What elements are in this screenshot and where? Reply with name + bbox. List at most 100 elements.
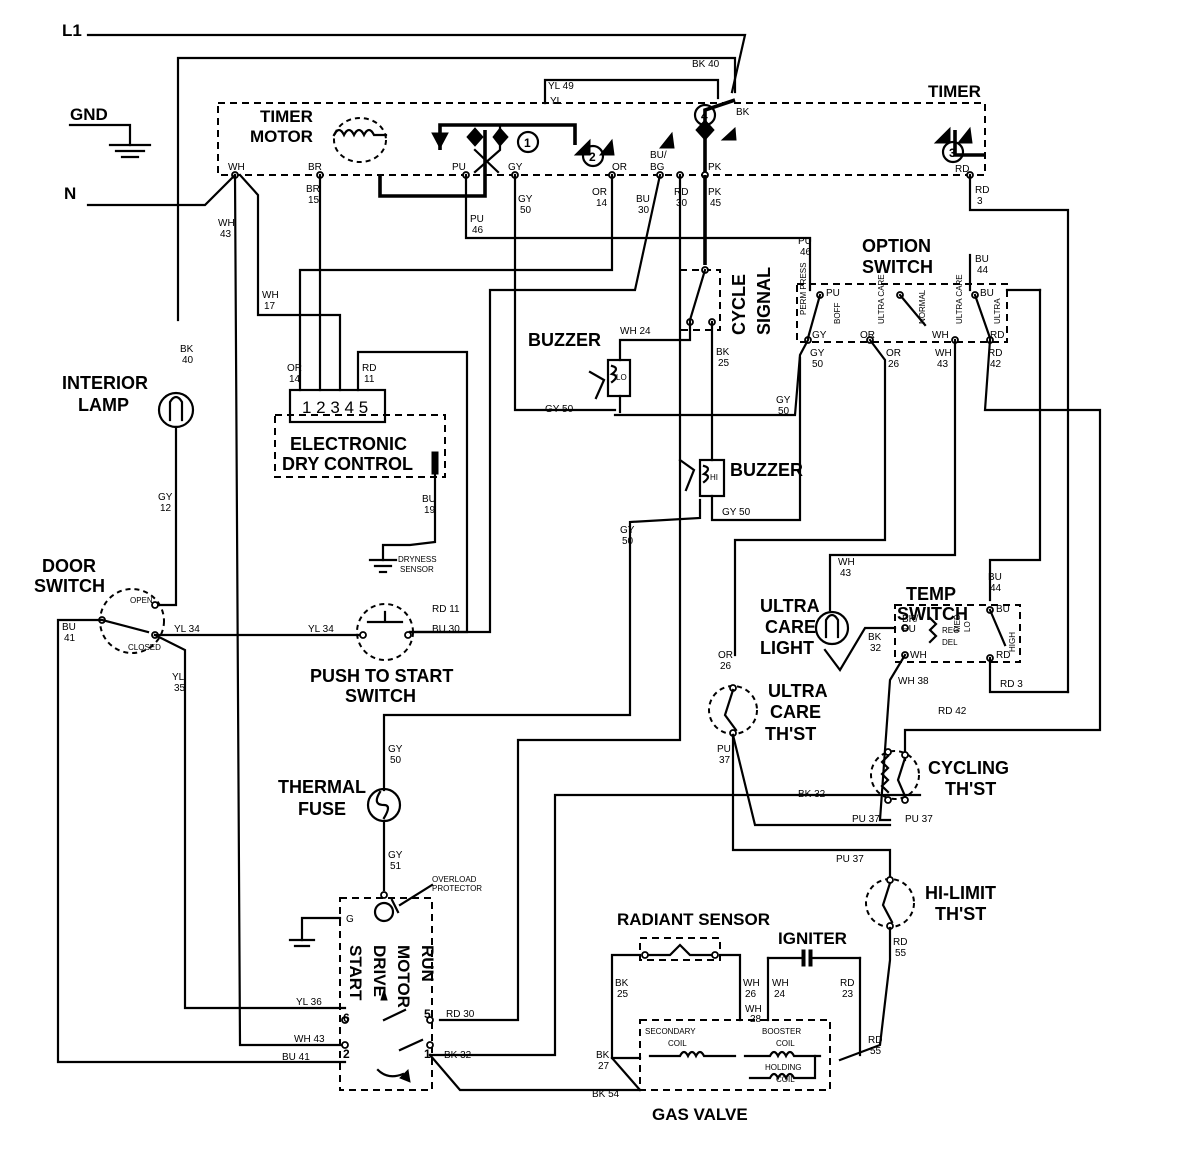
- svg-text:PU: PU: [717, 744, 731, 755]
- hi-limit-thst-label-2: TH'ST: [935, 904, 986, 924]
- option-switch-contacts: [804, 291, 994, 344]
- overload-protector-icon: [373, 891, 400, 923]
- svg-text:27: 27: [598, 1061, 610, 1072]
- buzzer-lo-label: BUZZER: [528, 330, 601, 350]
- svg-text:PU 37: PU 37: [852, 814, 880, 825]
- gy50-opt-wire: [613, 338, 810, 417]
- svg-text:GY 50: GY 50: [722, 507, 751, 518]
- svg-text:YL 34: YL 34: [308, 624, 334, 635]
- svg-text:BU 30: BU 30: [432, 624, 460, 635]
- svg-text:WH: WH: [935, 348, 952, 359]
- door-switch-label-1: DOOR: [42, 556, 96, 576]
- timer-term-br: BR: [308, 162, 322, 173]
- svg-text:YL: YL: [172, 672, 185, 683]
- wire-label: YL 49: [548, 81, 574, 92]
- timer-motor-label-2: MOTOR: [250, 127, 313, 146]
- svg-text:GY: GY: [810, 348, 825, 359]
- svg-text:SECONDARY: SECONDARY: [645, 1027, 696, 1036]
- cycle-signal-label-1: CYCLE: [729, 274, 749, 335]
- svg-text:GY: GY: [812, 330, 827, 341]
- timer-term-yl: YL: [550, 96, 563, 107]
- svg-text:RD: RD: [674, 187, 688, 198]
- svg-text:30: 30: [676, 198, 688, 209]
- svg-text:G: G: [346, 914, 354, 925]
- svg-text:WH 24: WH 24: [620, 326, 651, 337]
- svg-text:3: 3: [977, 196, 983, 207]
- svg-text:BU: BU: [996, 604, 1010, 615]
- svg-text:SENSOR: SENSOR: [400, 565, 434, 574]
- wire-label: BK 40: [692, 59, 720, 70]
- gnd-label: GND: [70, 105, 108, 124]
- svg-text:41: 41: [64, 633, 76, 644]
- radiant-sensor-housing: [639, 937, 721, 961]
- svg-text:11: 11: [364, 374, 375, 385]
- svg-text:BU: BU: [975, 254, 989, 265]
- or26-wire: [733, 338, 887, 657]
- svg-text:BK/: BK/: [902, 614, 918, 625]
- timer-term-pk: PK: [708, 162, 722, 173]
- igniter-label: IGNITER: [778, 929, 847, 948]
- bk54-wire: [428, 1053, 642, 1092]
- svg-text:RD: RD: [868, 1035, 882, 1046]
- svg-text:50: 50: [622, 536, 634, 547]
- svg-text:BK 32: BK 32: [798, 789, 826, 800]
- svg-text:55: 55: [870, 1046, 882, 1057]
- temp-switch-label-1: TEMP: [906, 584, 956, 604]
- push-to-start-label-2: SWITCH: [345, 686, 416, 706]
- l1-wire: [86, 33, 747, 94]
- svg-text:RD 42: RD 42: [938, 706, 967, 717]
- yl49-wire: [543, 78, 720, 105]
- edc-label-1: ELECTRONIC: [290, 434, 407, 454]
- motor-housing: [339, 897, 433, 1091]
- ultra-care-thst-label-2: CARE: [770, 702, 821, 722]
- svg-text:GY: GY: [158, 492, 173, 503]
- svg-text:GY 50: GY 50: [545, 404, 574, 415]
- svg-text:2: 2: [589, 150, 596, 164]
- svg-text:50: 50: [778, 406, 790, 417]
- svg-text:BOFF: BOFF: [833, 303, 842, 324]
- svg-text:RD 3: RD 3: [1000, 679, 1023, 690]
- svg-text:37: 37: [719, 755, 731, 766]
- svg-text:RD: RD: [975, 185, 989, 196]
- svg-text:WH: WH: [262, 290, 279, 301]
- motor-ground-icon: [288, 916, 342, 948]
- svg-text:44: 44: [990, 583, 1002, 594]
- svg-text:42: 42: [990, 359, 1002, 370]
- svg-text:51: 51: [390, 861, 402, 872]
- svg-text:55: 55: [895, 948, 907, 959]
- svg-text:19: 19: [424, 505, 436, 516]
- svg-text:RD 30: RD 30: [446, 1009, 475, 1020]
- svg-text:PU 37: PU 37: [836, 854, 864, 865]
- svg-text:YL 36: YL 36: [296, 997, 322, 1008]
- svg-text:2: 2: [343, 1047, 350, 1061]
- timer-term-wh: WH: [228, 162, 245, 173]
- svg-text:ULTRA: ULTRA: [993, 298, 1002, 324]
- wh43-opt-wire: [828, 338, 957, 612]
- push-to-start-button-icon: [359, 610, 412, 639]
- svg-text:BK: BK: [868, 632, 882, 643]
- option-switch-title-1: OPTION: [862, 236, 931, 256]
- timer-motor-coil-icon: [332, 117, 388, 163]
- booster-coil-icon: [743, 1050, 822, 1059]
- secondary-coil-icon: [648, 1050, 737, 1059]
- svg-text:40: 40: [182, 355, 194, 366]
- svg-text:RD: RD: [840, 978, 854, 989]
- l1-label: L1: [62, 21, 82, 40]
- svg-text:28: 28: [750, 1014, 762, 1025]
- svg-text:WH: WH: [932, 330, 949, 341]
- rd3-wire: [968, 173, 1070, 694]
- svg-text:43: 43: [220, 229, 232, 240]
- bu30-wire: [408, 173, 662, 634]
- svg-text:MED: MED: [953, 614, 962, 632]
- svg-text:14: 14: [289, 374, 301, 385]
- timer-term-or: OR: [612, 162, 627, 173]
- svg-text:46: 46: [800, 247, 812, 258]
- svg-text:43: 43: [937, 359, 949, 370]
- n-wire: [86, 173, 237, 207]
- svg-text:PU: PU: [470, 214, 484, 225]
- timer-term-bk: BK: [736, 107, 750, 118]
- cycling-thst-label-1: CYCLING: [928, 758, 1009, 778]
- edc-label-2: DRY CONTROL: [282, 454, 413, 474]
- option-switch-housing: [796, 283, 1008, 343]
